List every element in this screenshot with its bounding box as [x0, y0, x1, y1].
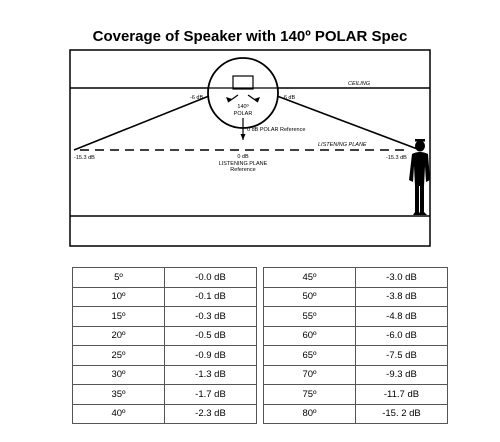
angle-cell: 45º [263, 267, 356, 288]
left-floor-db: -15.3 dB [74, 155, 95, 161]
table-row: 40º-2.3 dB [72, 403, 257, 424]
polar-reference-label: 0 dB POLAR Reference [247, 127, 305, 133]
table-row: 25º-0.9 dB [72, 345, 257, 366]
right-edge-db: -6 dB [282, 95, 295, 101]
coverage-line-right [276, 95, 421, 151]
speaker-coverage-circle [207, 57, 279, 129]
polar-label-word: POLAR [234, 111, 253, 117]
coverage-diagram: CEILING 140º POLAR -6 dB -6 dB 0 dB POLA… [69, 49, 431, 247]
angle-cell: 70º [263, 364, 356, 385]
center-db: 0 dB [237, 154, 249, 160]
diagram-title: Coverage of Speaker with 140º POLAR Spec [92, 28, 408, 45]
table-row: 55º-4.8 dB [263, 306, 448, 327]
table-row: 45º-3.0 dB [263, 267, 448, 288]
table-row: 30º-1.3 dB [72, 364, 257, 385]
center-reference-line1: LISTENING PLANE [219, 161, 268, 167]
db-cell: -0.1 dB [164, 286, 257, 307]
center-reference-line2: Reference [230, 167, 255, 173]
arrowhead-left-icon [226, 97, 232, 102]
angle-cell: 35º [72, 384, 165, 405]
db-cell: -0.9 dB [164, 345, 257, 366]
left-edge-db: -6 dB [190, 95, 203, 101]
angle-cell: 55º [263, 306, 356, 327]
db-cell: -1.7 dB [164, 384, 257, 405]
right-floor-db: -15.3 dB [386, 155, 407, 161]
table-row: 75º-11.7 dB [263, 384, 448, 405]
ceiling-label: CEILING [348, 81, 371, 87]
table-row: 80º-15. 2 dB [263, 403, 448, 424]
db-cell: -7.5 dB [355, 345, 448, 366]
table-row: 15º-0.3 dB [72, 306, 257, 327]
table-row: 50º-3.8 dB [263, 286, 448, 307]
coverage-line-left [73, 95, 210, 151]
table-row: 10º-0.1 dB [72, 286, 257, 307]
angle-cell: 65º [263, 345, 356, 366]
angle-cell: 5º [72, 267, 165, 288]
polar-arrow-right [247, 94, 259, 103]
db-cell: -6.0 dB [355, 325, 448, 346]
angle-cell: 20º [72, 325, 165, 346]
polar-label-degrees: 140º [237, 103, 248, 110]
angle-cell: 40º [72, 403, 165, 424]
table-row: 5º-0.0 dB [72, 267, 257, 288]
db-cell: -0.5 dB [164, 325, 257, 346]
table-row: 35º-1.7 dB [72, 384, 257, 405]
db-cell: -0.3 dB [164, 306, 257, 327]
db-cell: -4.8 dB [355, 306, 448, 327]
table-row: 20º-0.5 dB [72, 325, 257, 346]
listening-plane-label: LISTENING PLANE [318, 142, 367, 148]
angle-cell: 75º [263, 384, 356, 405]
db-cell: -2.3 dB [164, 403, 257, 424]
db-cell: -0.0 dB [164, 267, 257, 288]
db-cell: -15. 2 dB [355, 403, 448, 424]
arrowhead-right-icon [254, 97, 260, 102]
polar-arrow-left [227, 94, 239, 103]
angle-cell: 50º [263, 286, 356, 307]
angle-cell: 80º [263, 403, 356, 424]
db-cell: -11.7 dB [355, 384, 448, 405]
table-row: 70º-9.3 dB [263, 364, 448, 385]
arrowhead-down-icon [240, 134, 246, 140]
speaker-icon [232, 75, 254, 90]
angle-cell: 15º [72, 306, 165, 327]
angle-cell: 60º [263, 325, 356, 346]
person-silhouette-icon [409, 139, 430, 215]
angle-cell: 30º [72, 364, 165, 385]
db-cell: -9.3 dB [355, 364, 448, 385]
db-cell: -3.0 dB [355, 267, 448, 288]
angle-cell: 25º [72, 345, 165, 366]
diagram-frame [69, 49, 431, 247]
table-row: 60º-6.0 dB [263, 325, 448, 346]
angle-cell: 10º [72, 286, 165, 307]
db-cell: -3.8 dB [355, 286, 448, 307]
table-row: 65º-7.5 dB [263, 345, 448, 366]
db-cell: -1.3 dB [164, 364, 257, 385]
